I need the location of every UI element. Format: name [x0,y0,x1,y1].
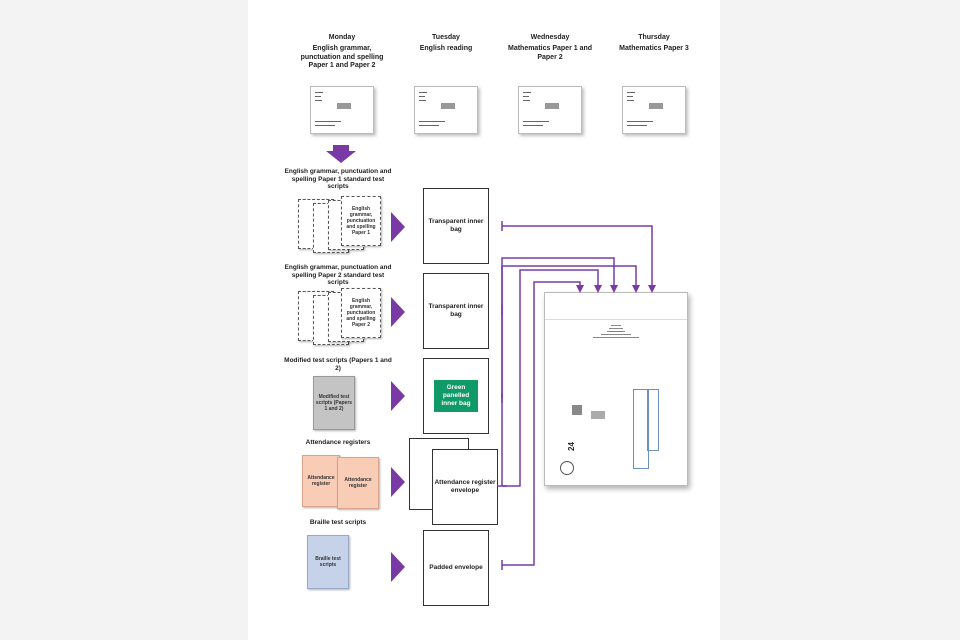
barcode-icon [591,411,605,419]
arrowhead-icon [594,285,602,293]
attendance-register-sheet: Attendance register [337,457,379,509]
connector-line [501,265,637,486]
connector-line [502,225,653,285]
section-label-modified: Modified test scripts (Papers 1 and 2) [284,357,392,372]
attendance-register-sheet: Attendance register [302,455,340,507]
envelope-tuesday [414,86,478,134]
modified-script-sheet: Modified test scripts (Papers 1 and 2) [313,376,355,430]
day-monday: Monday [328,34,356,41]
right-arrow-icon [391,467,405,497]
arrowhead-icon [576,285,584,293]
envelope-wednesday [518,86,582,134]
envelope-blue-panel [647,389,659,451]
arrowhead-icon [632,285,640,293]
subject-wednesday: Mathematics Paper 1 and Paper 2 [507,45,593,61]
right-arrow-icon [391,297,405,327]
envelope-label: 24 [567,405,587,469]
envelope-thursday [622,86,686,134]
arrowhead-icon [610,285,618,293]
script-sheet-front: English grammar, punctuation and spellin… [341,196,381,246]
padded-envelope: Padded envelope [423,530,489,606]
down-arrow-icon [326,145,356,163]
barcode-icon [572,405,582,415]
green-bag-container: Green panelled inner bag [423,358,489,434]
envelope-address-lines [591,323,641,340]
right-arrow-icon [391,381,405,411]
connector-line [502,269,599,487]
attendance-register-envelope: Attendance register envelope [432,449,498,525]
script-sheet-front: English grammar, punctuation and spellin… [341,288,381,338]
transparent-inner-bag-2: Transparent inner bag [423,273,489,349]
right-arrow-icon [391,212,405,242]
day-wednesday: Wednesday [530,34,570,41]
arrowhead-icon [648,285,656,293]
envelope-flap [545,293,687,320]
braille-script-sheet: Braille test scripts [307,535,349,589]
subject-thursday: Mathematics Paper 3 [619,45,689,52]
section-label-gps-paper1: English grammar, punctuation and spellin… [284,168,392,190]
subject-monday: English grammar, punctuation and spellin… [300,45,384,69]
right-arrow-icon [391,552,405,582]
subject-tuesday: English reading [419,45,473,52]
connector-line [501,257,615,398]
envelope-blue-panel [633,389,649,469]
crest-icon [560,461,574,475]
section-label-braille: Braille test scripts [309,519,367,526]
transparent-inner-bag-1: Transparent inner bag [423,188,489,264]
green-panelled-inner-bag: Green panelled inner bag [434,380,478,412]
return-envelope: 24 [544,292,688,486]
section-label-attendance: Attendance registers [305,439,371,446]
day-tuesday: Tuesday [432,34,460,41]
envelope-monday [310,86,374,134]
day-thursday: Thursday [638,34,670,41]
section-label-gps-paper2: English grammar, punctuation and spellin… [284,264,392,286]
connector-line [502,281,581,566]
